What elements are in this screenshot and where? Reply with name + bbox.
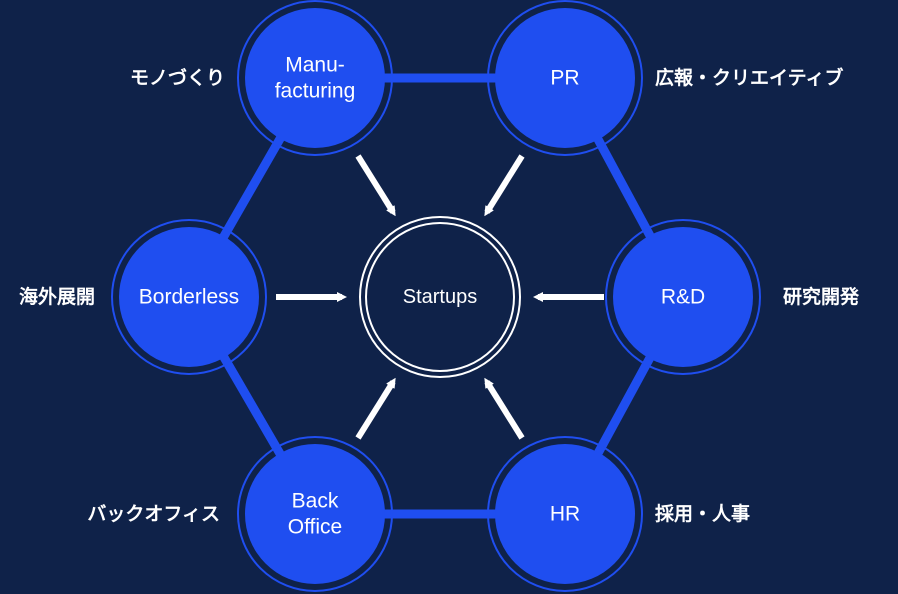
node-circle-hr [495, 444, 635, 584]
node-ring-hr [487, 436, 643, 592]
node-ring-pr [487, 0, 643, 156]
node-hr: HR 採用・人事 [487, 436, 750, 592]
node-circle-rd [613, 227, 753, 367]
node-label-manufacturing: Manu- [285, 54, 345, 77]
node-ring-rd [605, 219, 761, 375]
arrow-hr [484, 377, 525, 440]
center-node: Startups [359, 216, 521, 378]
arrow-backoffice [355, 377, 396, 440]
node-jp-label-borderless: 海外展開 [19, 285, 95, 308]
node-circle-manufacturing [245, 8, 385, 148]
node-jp-label-manufacturing: モノづくり [130, 67, 225, 89]
node-jp-label-rd: 研究開発 [783, 285, 860, 308]
node-jp-label-pr: 広報・クリエイティブ [655, 66, 843, 89]
node-rd: R&D 研究開発 [605, 219, 860, 375]
node-borderless: Borderless 海外展開 [19, 219, 267, 375]
center-label: Startups [403, 286, 477, 308]
node-circle-borderless [119, 227, 259, 367]
node-ring-manufacturing [237, 0, 393, 156]
node-ring-borderless [111, 219, 267, 375]
node-jp-label-hr: 採用・人事 [655, 502, 750, 525]
node-label-back-office: Office [288, 516, 342, 539]
arrow-pr [484, 154, 525, 217]
node-label-hr: HR [550, 503, 580, 526]
node-pr: PR 広報・クリエイティブ [487, 0, 843, 156]
center-inner-ring [365, 222, 515, 372]
node-circle-back-office [245, 444, 385, 584]
node-circle-pr [495, 8, 635, 148]
node-label-borderless: Borderless [139, 286, 239, 309]
node-jp-label-back-office: バックオフィス [87, 503, 220, 525]
arrow-manufacturing [355, 154, 396, 217]
center-outer-ring [359, 216, 521, 378]
node-manufacturing: Manu-facturing モノづくり [130, 0, 393, 156]
node-label-pr: PR [550, 67, 579, 90]
category-nodes: Manu-facturing モノづくり PR 広報・クリエイティブ R&D 研究開発 HR… [19, 0, 860, 592]
node-ring-back-office [237, 436, 393, 592]
arrows-to-center [276, 154, 604, 440]
node-label-manufacturing: facturing [275, 80, 356, 103]
node-label-rd: R&D [661, 286, 705, 309]
node-label-back-office: Back [292, 490, 339, 513]
